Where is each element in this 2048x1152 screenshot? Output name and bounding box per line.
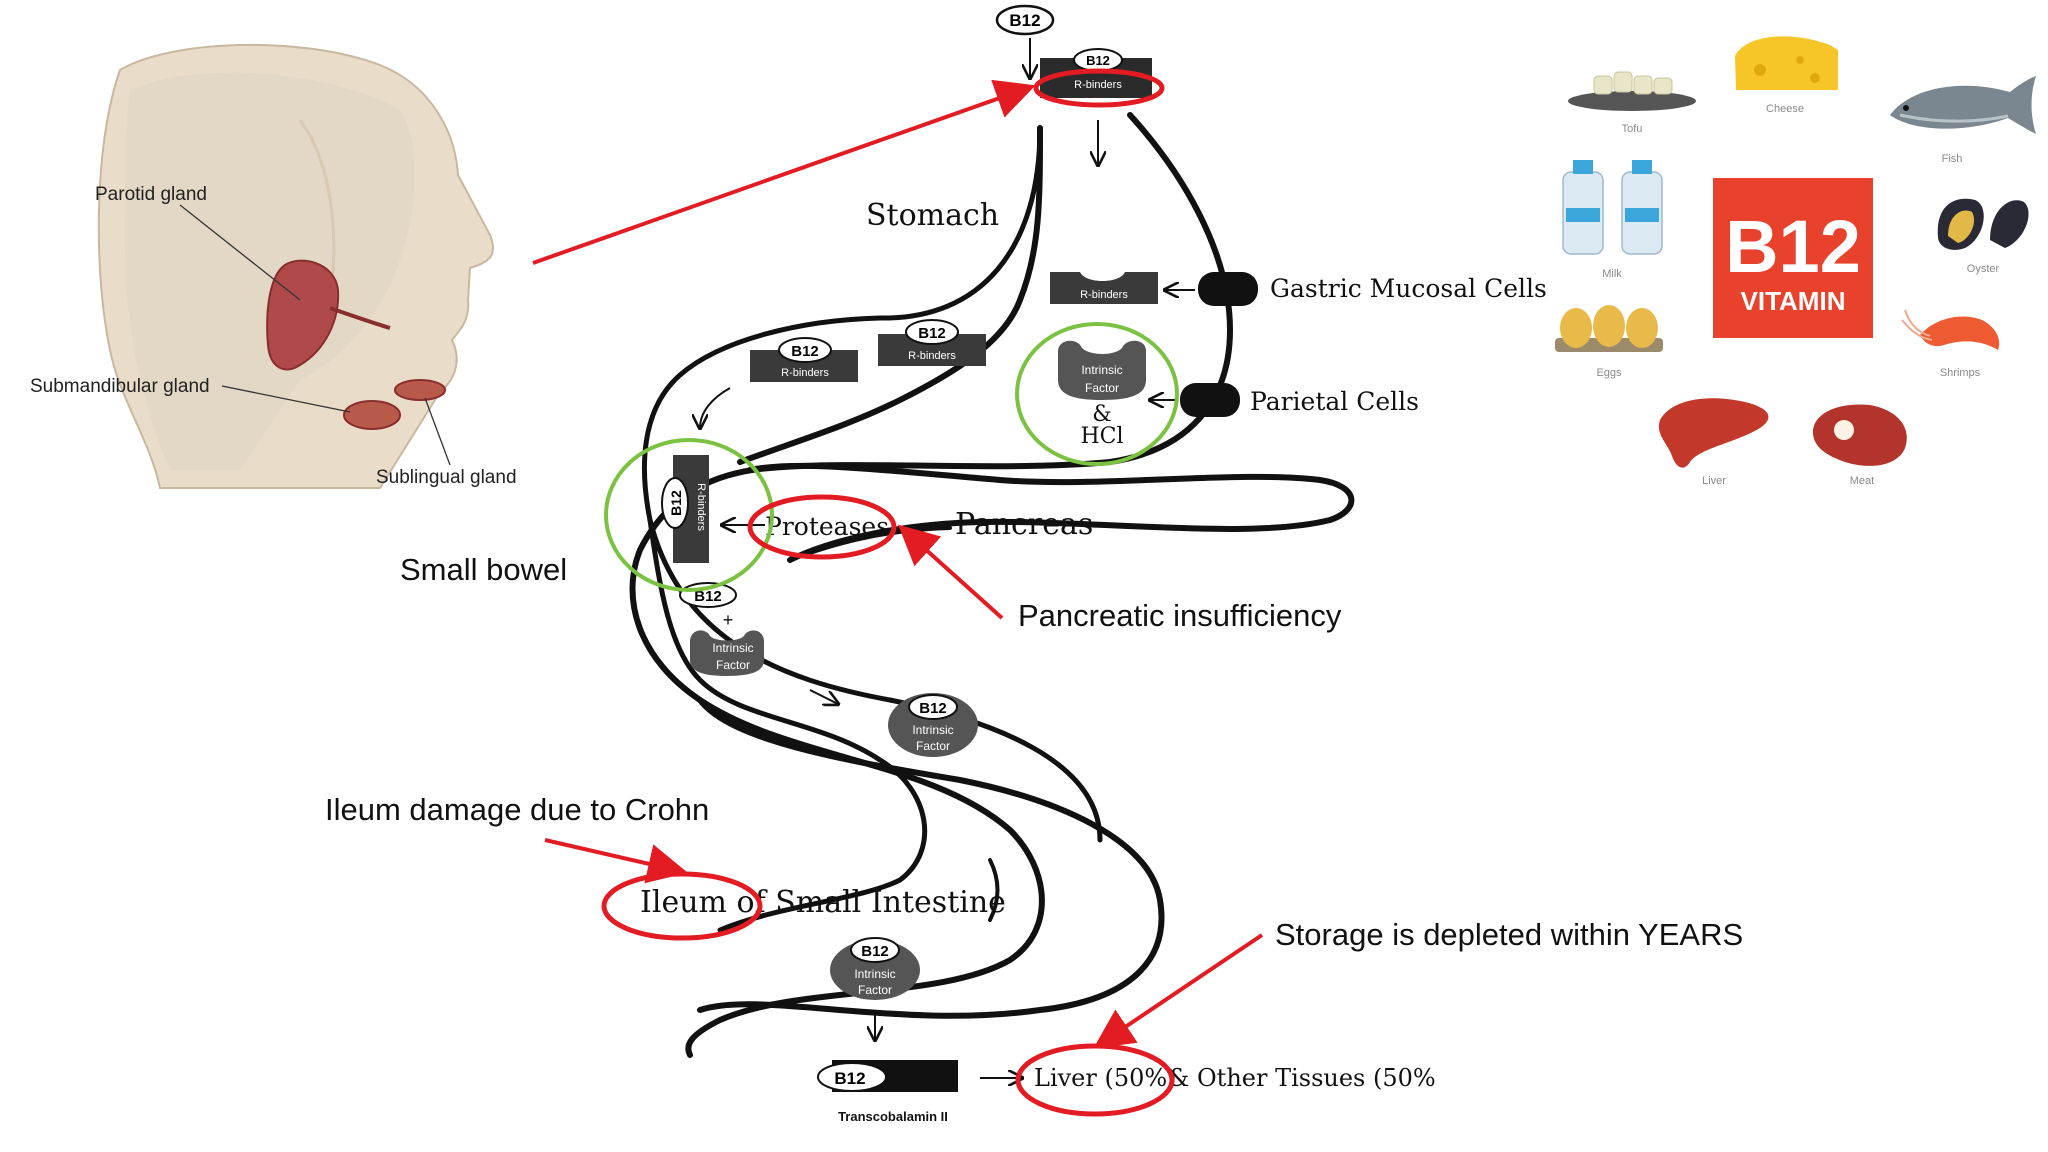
- parotid-gland-label: Parotid gland: [95, 184, 207, 205]
- svg-text:Factor: Factor: [716, 658, 750, 672]
- proteases-label: Proteases: [765, 512, 889, 541]
- stomach-label: Stomach: [866, 198, 999, 233]
- b12-food-sources: Tofu Cheese Fish Milk: [1555, 36, 2036, 487]
- svg-text:R-binders: R-binders: [1074, 79, 1122, 91]
- svg-text:HCl: HCl: [1080, 424, 1123, 449]
- proteases-highlight-circle: [747, 494, 897, 560]
- b12-plus-intrinsic-factor: B12 + Intrinsic Factor: [679, 582, 764, 676]
- eggs-icon: Eggs: [1555, 305, 1663, 379]
- b12-rbinders-left: B12 R-binders: [750, 337, 858, 382]
- svg-text:B12: B12: [1086, 53, 1110, 68]
- svg-text:Intrinsic: Intrinsic: [854, 967, 895, 981]
- oyster-icon: Oyster: [1937, 198, 2029, 275]
- tofu-icon: Tofu: [1568, 71, 1696, 135]
- gastric-cell-shape: [1198, 272, 1258, 306]
- intrinsic-factor-highlight-circle: [1015, 322, 1179, 466]
- svg-text:Milk: Milk: [1602, 268, 1622, 280]
- b12-if-complex-ileum: B12 Intrinsic Factor: [830, 937, 920, 1000]
- svg-text:Cheese: Cheese: [1766, 103, 1804, 115]
- storage-arrow: [1093, 933, 1264, 1049]
- ileum-damage-annotation: Ileum damage due to Crohn: [325, 792, 709, 827]
- crohn-arrow: [544, 838, 688, 884]
- b12-rbinders-right: B12 R-binders: [878, 319, 986, 366]
- svg-text:Intrinsic: Intrinsic: [1081, 363, 1122, 377]
- svg-text:VITAMIN: VITAMIN: [1741, 286, 1846, 316]
- vitamin-b12-badge: B12 VITAMIN: [1713, 178, 1873, 338]
- svg-text:B12: B12: [791, 343, 819, 360]
- svg-text:B12: B12: [918, 325, 946, 342]
- liver-food-icon: Liver: [1658, 398, 1769, 487]
- pancreatic-insufficiency-annotation: Pancreatic insufficiency: [1018, 598, 1342, 633]
- svg-text:B12: B12: [1009, 11, 1040, 30]
- submandibular-gland-label: Submandibular gland: [30, 376, 210, 397]
- svg-text:Fish: Fish: [1942, 153, 1963, 165]
- svg-text:Intrinsic: Intrinsic: [712, 641, 753, 655]
- gastric-mucosal-cells-label: Gastric Mucosal Cells: [1270, 274, 1547, 303]
- svg-text:Shrimps: Shrimps: [1940, 367, 1981, 379]
- rbinders-highlight-circle: [1033, 68, 1165, 108]
- b12-free-top: B12: [995, 4, 1055, 36]
- svg-text:Factor: Factor: [858, 983, 892, 997]
- other-tissues-label: & Other Tissues (50%: [1168, 1064, 1436, 1092]
- svg-text:Transcobalamin II: Transcobalamin II: [838, 1109, 948, 1124]
- b12-rbinders-vertical: B12 R-binders: [661, 455, 709, 563]
- svg-text:R-binders: R-binders: [695, 483, 707, 531]
- svg-text:+: +: [723, 610, 734, 630]
- svg-text:B12: B12: [919, 700, 947, 717]
- svg-text:Meat: Meat: [1850, 475, 1874, 487]
- svg-text:Factor: Factor: [916, 739, 950, 753]
- liver-label: Liver (50%): [1034, 1064, 1177, 1092]
- saliva-to-rbinders-arrow: [532, 79, 1036, 265]
- b12-if-complex-mid: B12 Intrinsic Factor: [888, 693, 978, 757]
- svg-text:Intrinsic: Intrinsic: [912, 723, 953, 737]
- svg-text:R-binders: R-binders: [1080, 289, 1128, 301]
- b12-rbinders-top: B12 R-binders: [1040, 48, 1152, 98]
- svg-text:&: &: [1092, 402, 1112, 427]
- small-bowel-highlight-circle: [604, 438, 774, 592]
- svg-text:R-binders: R-binders: [781, 367, 829, 379]
- pancreatic-insufficiency-arrow: [898, 524, 1004, 620]
- storage-depleted-annotation: Storage is depleted within YEARS: [1275, 917, 1743, 952]
- gastric-rbinders-block: R-binders: [1050, 272, 1158, 304]
- meat-icon: Meat: [1812, 404, 1907, 487]
- head-salivary-glands-illustration: Parotid gland Submandibular gland Sublin…: [30, 30, 540, 490]
- submandibular-gland-shape: [343, 400, 401, 430]
- svg-text:Oyster: Oyster: [1967, 263, 2000, 275]
- svg-text:B12: B12: [694, 588, 722, 605]
- svg-text:Liver: Liver: [1702, 475, 1726, 487]
- svg-text:B12: B12: [668, 490, 684, 516]
- b12-transcobalamin: B12 Transcobalamin II: [817, 1060, 958, 1124]
- parietal-cells-label: Parietal Cells: [1250, 387, 1419, 416]
- svg-text:B12: B12: [834, 1069, 865, 1088]
- milk-icon: Milk: [1562, 160, 1663, 280]
- cheese-icon: Cheese: [1735, 36, 1838, 115]
- intrinsic-factor-hcl: Intrinsic Factor & HCl: [1058, 340, 1146, 449]
- sublingual-gland-label: Sublingual gland: [376, 467, 517, 488]
- svg-text:B12: B12: [861, 943, 889, 960]
- ileum-label: Ileum of Small Intestine: [640, 885, 1006, 920]
- shrimps-icon: Shrimps: [1901, 309, 2000, 379]
- sublingual-gland-shape: [394, 379, 446, 401]
- svg-text:R-binders: R-binders: [908, 350, 956, 362]
- svg-text:Tofu: Tofu: [1622, 123, 1643, 135]
- svg-text:Eggs: Eggs: [1596, 367, 1622, 379]
- parietal-cell-shape: [1180, 383, 1240, 417]
- svg-text:B12: B12: [1725, 205, 1861, 288]
- svg-text:Factor: Factor: [1085, 381, 1119, 395]
- small-bowel-annotation: Small bowel: [400, 552, 567, 587]
- pancreas-label: Pancreas: [955, 507, 1093, 542]
- fish-icon: Fish: [1890, 76, 2036, 165]
